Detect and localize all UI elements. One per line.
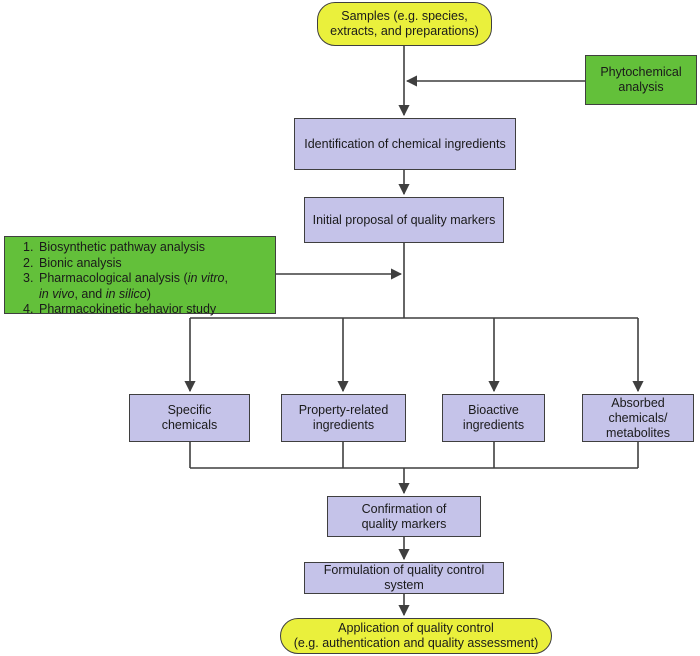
confirmation-node: Confirmation of quality markers [327, 496, 481, 537]
method-item-1: 1. Biosynthetic pathway analysis [23, 240, 269, 256]
method-number-2: 2. [23, 255, 34, 270]
method-text-1: Biosynthetic pathway analysis [39, 240, 206, 254]
identification-label: Identification of chemical ingredients [304, 136, 506, 151]
absorbed-line-1: Absorbed [611, 395, 665, 410]
method-text-2: Bionic analysis [39, 255, 122, 270]
samples-node: Samples (e.g. species, extracts, and pre… [317, 2, 492, 46]
method-item-4: 4. Pharmacokinetic behavior study [23, 302, 269, 318]
bioactive-ingredients-node: Bioactive ingredients [442, 394, 545, 442]
method-text-3: Pharmacological analysis (in vitro, [39, 271, 228, 287]
property-line-1: Property-related [298, 403, 389, 417]
method-text-3-in-vivo: in vivo [39, 286, 75, 301]
bioactive-line-2: ingredients [462, 418, 525, 432]
initial-proposal-label: Initial proposal of quality markers [312, 212, 496, 227]
samples-line-2: extracts, and preparations) [330, 24, 479, 38]
method-text-3-in-vitro: in vitro [187, 271, 225, 285]
method-text-4: Pharmacokinetic behavior study [39, 302, 217, 316]
application-line-1: Application of quality control [338, 621, 494, 635]
method-number-3: 3. [23, 271, 34, 285]
specific-line-2: chemicals [161, 418, 218, 432]
samples-line-1: Samples (e.g. species, [341, 9, 468, 23]
method-number-1: 1. [23, 240, 34, 254]
formulation-label: Formulation of quality control system [323, 563, 485, 592]
method-text-3-in-silico: in silico [105, 286, 147, 301]
application-node: Application of quality control (e.g. aut… [280, 618, 552, 654]
absorbed-line-3: metabolites [606, 425, 670, 440]
method-item-2: 2. Bionic analysis [23, 256, 269, 272]
formulation-node: Formulation of quality control system [304, 562, 504, 594]
phytochemical-line-2: analysis [618, 80, 664, 94]
analysis-methods-node: 1. Biosynthetic pathway analysis 2. Bion… [4, 236, 276, 316]
property-line-2: ingredients [312, 418, 375, 432]
method-text-3-part-a: Pharmacological analysis ( [39, 271, 188, 285]
specific-line-1: Specific [167, 403, 212, 417]
property-related-node: Property-related ingredients [281, 394, 406, 442]
confirmation-line-1: Confirmation of [361, 501, 447, 516]
method-text-3-comma: , [224, 271, 228, 285]
confirmation-line-2: quality markers [361, 516, 447, 531]
identification-node: Identification of chemical ingredients [294, 118, 516, 170]
absorbed-chemicals-node: Absorbed chemicals/ metabolites [582, 394, 694, 442]
method-number-4: 4. [23, 302, 34, 316]
bioactive-line-1: Bioactive [468, 403, 519, 417]
method-item-3: 3. Pharmacological analysis (in vitro, [23, 271, 269, 287]
phytochemical-analysis-node: Phytochemical analysis [585, 55, 697, 105]
method-text-3-and: , and [74, 286, 106, 301]
method-item-3-continued: in vivo, and in silico) [23, 287, 269, 303]
specific-chemicals-node: Specific chemicals [129, 394, 250, 442]
absorbed-line-2: chemicals/ [608, 410, 668, 425]
application-line-2: (e.g. authentication and quality assessm… [293, 636, 539, 650]
method-text-3-close: ) [146, 286, 151, 301]
initial-proposal-node: Initial proposal of quality markers [304, 197, 504, 243]
phytochemical-line-1: Phytochemical [600, 65, 682, 79]
